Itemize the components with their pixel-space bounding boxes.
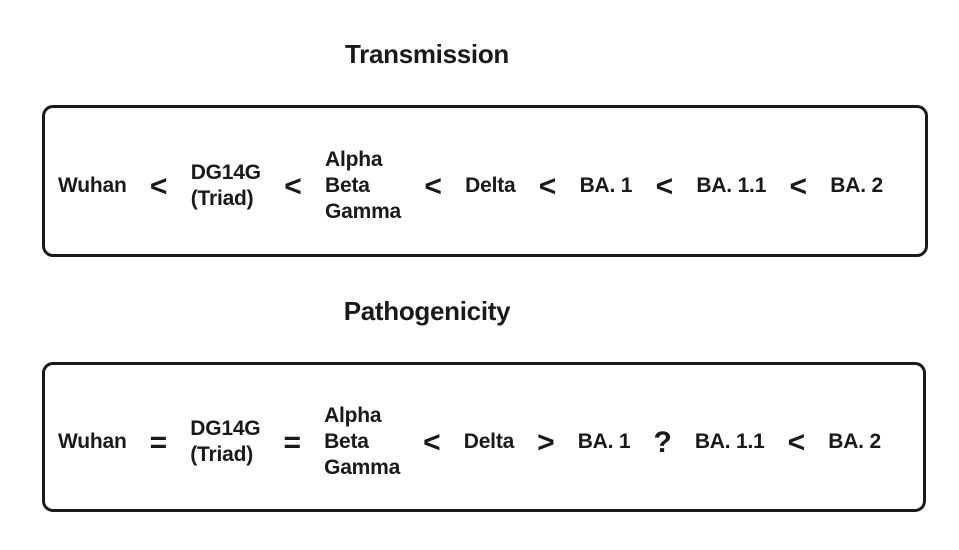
- variant-label: Wuhan: [58, 173, 127, 199]
- variant-line: DG14G: [190, 161, 261, 184]
- variant-line: Gamma: [324, 456, 401, 479]
- comparison-operator: <: [789, 170, 807, 203]
- comparison-operator: =: [283, 426, 302, 459]
- variant-label: BA. 2: [830, 173, 883, 199]
- variant-label: BA. 2: [828, 429, 881, 455]
- variant-label: Delta: [465, 173, 516, 199]
- variant-line: (Triad): [190, 443, 254, 466]
- comparison-operator: <: [284, 170, 302, 203]
- comparison-operator: <: [538, 170, 557, 203]
- variant-line: Delta: [463, 430, 515, 453]
- variant-line: Alpha: [324, 404, 382, 427]
- variant-line: Delta: [465, 174, 516, 197]
- comparison-operator: <: [655, 170, 674, 203]
- panel-title-transmission: Transmission: [344, 39, 510, 69]
- comparison-operator: ?: [653, 426, 672, 459]
- variant-line: Wuhan: [58, 430, 127, 453]
- variant-label: DG14G (Triad): [191, 160, 261, 212]
- variant-line: BA. 1: [577, 430, 631, 453]
- variant-line: Wuhan: [58, 174, 127, 197]
- variant-line: Beta: [325, 174, 370, 197]
- variant-line: DG14G: [190, 417, 261, 440]
- variant-label: Delta: [463, 429, 515, 455]
- variant-label: DG14G (Triad): [190, 416, 260, 468]
- variant-line: Alpha: [325, 148, 383, 171]
- comparison-operator: <: [424, 170, 442, 203]
- variant-line: BA. 1.1: [696, 174, 767, 197]
- variant-line: Gamma: [325, 200, 402, 223]
- variant-line: BA. 1.1: [694, 430, 765, 453]
- variant-line: BA. 1: [579, 174, 633, 197]
- comparison-operator: <: [423, 426, 441, 459]
- variant-label: BA. 1.1: [696, 173, 766, 199]
- variant-label: Wuhan: [58, 429, 127, 455]
- comparison-operator: <: [149, 170, 168, 203]
- variant-label: BA. 1: [580, 173, 633, 199]
- variant-label: BA. 1.1: [695, 429, 765, 455]
- panel-title-pathogenicity: Pathogenicity: [343, 296, 511, 326]
- comparison-operator: >: [537, 426, 555, 459]
- comparison-operator: =: [149, 426, 168, 459]
- variant-line: BA. 2: [828, 430, 881, 453]
- variant-line: Beta: [324, 430, 369, 453]
- comparison-operator: <: [787, 426, 806, 459]
- variant-label: BA. 1: [578, 429, 631, 455]
- variant-line: BA. 2: [830, 174, 883, 197]
- variant-line: (Triad): [190, 187, 254, 210]
